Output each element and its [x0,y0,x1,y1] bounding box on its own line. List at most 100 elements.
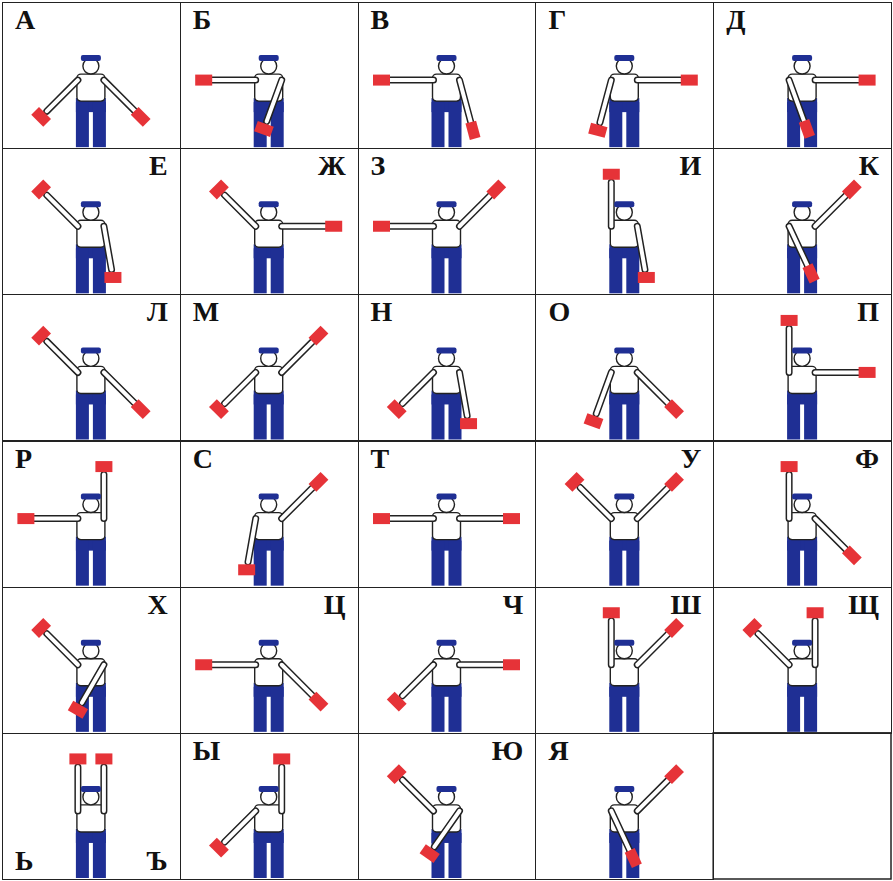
leg [609,541,622,586]
arm [248,519,256,562]
arm [212,78,256,82]
sailor-figure [31,618,106,732]
shirt [77,220,105,247]
arm-outline [47,634,78,665]
leg [93,541,106,586]
letter-cell: А [2,2,181,149]
leg [804,541,817,586]
letter-label: Ъ [146,847,167,875]
arm-outline [815,195,846,226]
letter-label: Б [193,6,212,34]
leg [449,541,462,586]
letter-cell: Ы [180,733,359,880]
semaphore-flag [273,753,290,764]
leg [76,248,89,293]
letter-cell: О [535,294,714,441]
sailor-cap [259,640,279,646]
sailor-cap [259,494,279,500]
arm [758,634,789,665]
leg [93,394,106,439]
arm [267,80,282,121]
semaphore-flag [238,564,255,575]
semaphore-flag [309,472,329,492]
arm-outline [47,341,78,372]
leg [432,248,445,293]
leg [626,541,639,586]
letter-cell: П [713,294,892,441]
letter-cell: Р [2,441,181,588]
semaphore-flag [420,844,440,863]
semaphore-flag [31,180,51,200]
letter-label: Ж [318,152,346,180]
sailor-figure [238,472,328,586]
semaphore-flag [31,618,51,638]
arm [637,634,668,665]
letter-cell: Б [180,2,359,149]
leg [626,248,639,293]
arm [47,341,78,372]
sailor-figure [209,180,342,294]
arm [611,811,630,851]
arm-outline [637,634,668,665]
arm [402,665,433,696]
arm-outline [282,487,313,518]
arm [789,226,808,266]
sailor-cap [437,347,457,353]
semaphore-flag [309,692,329,712]
arm [282,487,313,518]
arm-outline [600,80,611,123]
semaphore-flag [842,545,862,565]
leg [609,394,622,439]
sailor-cap [81,201,101,207]
shirt [255,659,283,686]
letter-label: Н [371,298,393,326]
semaphore-flag [131,399,151,419]
arm [402,372,433,403]
sailor-figure [31,55,150,147]
semaphore-flag [603,169,620,180]
letter-label: Д [726,6,745,34]
semaphore-flag [68,701,88,719]
sailor-figure [69,753,112,878]
letter-cell: В [358,2,537,149]
sailor-figure [31,180,121,294]
semaphore-flag [373,75,390,86]
semaphore-flag [781,461,798,472]
arm-outline [402,372,433,403]
letter-label: Р [15,445,32,473]
semaphore-flag [625,848,642,868]
leg [254,833,267,878]
sailor-figure [387,764,462,878]
arm-outline [815,519,846,550]
arm-outline [460,80,471,123]
sailor-cap [81,786,101,792]
arm [225,372,256,403]
leg [449,248,462,293]
leg [76,102,89,147]
sailor-figure [787,55,876,147]
sailor-cap [437,55,457,61]
arm [815,519,846,550]
sailor-cap [437,640,457,646]
leg [254,248,267,293]
semaphore-flag [859,75,876,86]
arm-outline [637,372,668,403]
letter-label: Х [148,591,168,619]
arm [82,665,104,703]
letter-cell: Г [535,2,714,149]
arm [637,780,668,811]
letter-cell: Т [358,441,537,588]
leg [804,687,817,732]
arm [390,224,434,228]
shirt [433,513,461,540]
arm-outline [812,621,819,665]
semaphore-flag [486,180,506,200]
shirt [610,513,638,540]
arm [282,224,326,228]
letter-cell: У [535,441,714,588]
letter-label: Ц [324,591,346,619]
leg [609,687,622,732]
sailor-cap [81,640,101,646]
semaphore-flag [195,659,212,670]
letter-label: К [859,152,879,180]
